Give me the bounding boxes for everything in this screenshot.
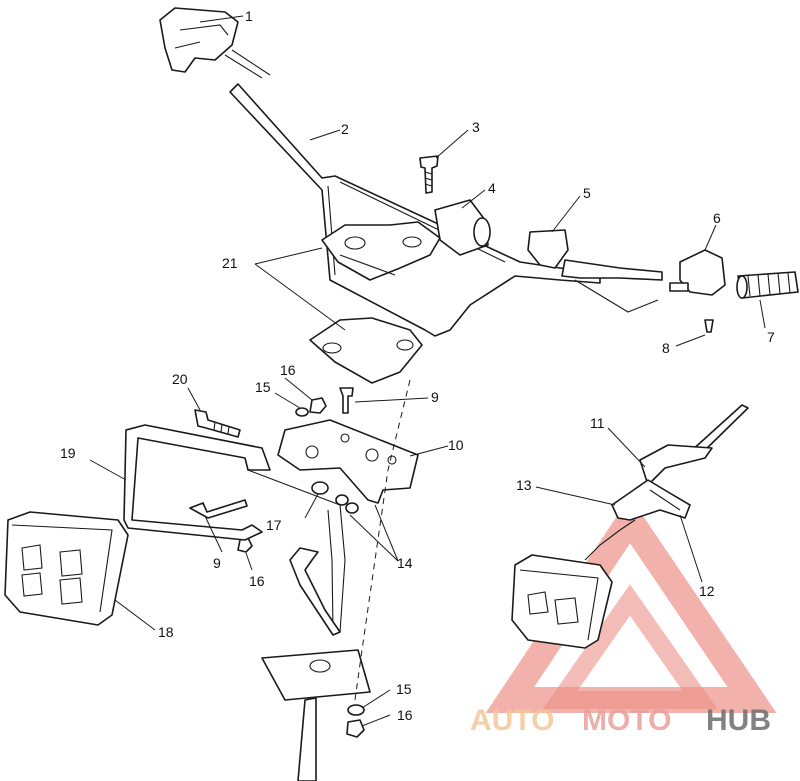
callout-6: 6: [713, 210, 721, 226]
callout-5: 5: [583, 185, 591, 201]
callout-8: 8: [662, 340, 670, 356]
brake-lever-part: [527, 229, 663, 313]
mounting-strap-part: [639, 404, 749, 486]
callout-17: 17: [266, 517, 282, 533]
washer-part: [347, 704, 365, 716]
steering-column-part: [261, 649, 371, 781]
callout-9-top: 9: [431, 389, 439, 405]
bolt-part: [194, 409, 241, 438]
upper-clamp-part: [321, 221, 441, 281]
nut-part: [309, 397, 327, 414]
callout-13: 13: [516, 477, 532, 493]
lower-clamp-part: [309, 317, 423, 384]
mounting-bracket-part: [277, 419, 419, 504]
bolt-part: [419, 155, 439, 194]
callout-1: 1: [245, 8, 253, 24]
callout-15-top: 15: [255, 379, 271, 395]
watermark-text-auto: AUTO: [470, 704, 554, 737]
headlight-part: [4, 511, 129, 626]
callout-2: 2: [341, 121, 349, 137]
callout-15-bottom: 15: [396, 681, 412, 697]
bolt-part: [189, 499, 248, 519]
callout-9-bottom: 9: [213, 555, 221, 571]
nut-part: [346, 719, 365, 738]
spacer-part: [311, 481, 329, 495]
bolt-part: [339, 387, 354, 414]
watermark-text-moto: MOTO: [582, 704, 671, 737]
callout-11: 11: [590, 415, 605, 431]
light-guard-frame-part: [123, 424, 346, 636]
handlebar-pad-part: [434, 199, 491, 256]
callout-16-top: 16: [280, 362, 296, 378]
callout-18: 18: [158, 624, 174, 640]
washer-part: [295, 407, 309, 417]
work-light-part: [511, 519, 636, 649]
watermark-text-hub: HUB: [706, 704, 771, 737]
callout-4: 4: [488, 180, 496, 196]
callout-7: 7: [767, 329, 775, 345]
callout-10: 10: [448, 437, 464, 453]
callout-16-middle: 16: [249, 573, 265, 589]
handlebar-part: [229, 83, 601, 337]
watermark-wordmark: AUTO MOTO HUB: [470, 704, 771, 737]
light-bracket-part: [611, 479, 691, 521]
throttle-control-part: [159, 7, 271, 79]
callout-12: 12: [699, 583, 715, 599]
callout-19: 19: [60, 445, 76, 461]
screw-part: [704, 319, 714, 333]
assembly-centerline: [354, 379, 411, 701]
switch-housing-part: [669, 249, 726, 296]
leader-lines: [89, 15, 766, 727]
callout-3: 3: [472, 119, 480, 135]
callout-16-bottom: 16: [397, 707, 413, 723]
handlebar-grip-part: [736, 271, 799, 299]
callout-14: 14: [397, 555, 413, 571]
callout-labels: 1 2 3 4 5 6 7 8 9 10 11 13 12 14 15 16 1…: [60, 8, 775, 723]
callout-21: 21: [222, 255, 238, 271]
washer-part: [335, 494, 359, 514]
callout-20: 20: [172, 371, 188, 387]
